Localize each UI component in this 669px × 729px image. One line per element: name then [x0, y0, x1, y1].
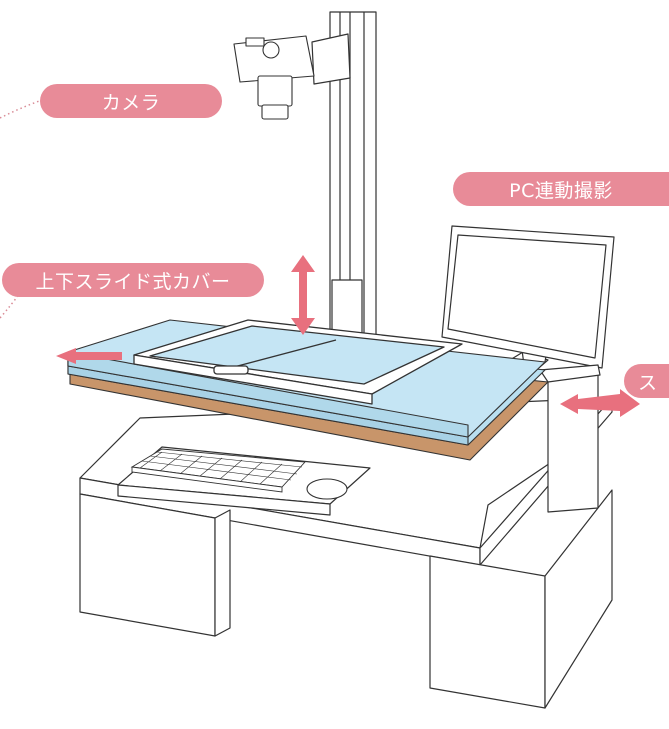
- pc-linked-shooting-label: PC連動撮影: [453, 172, 669, 206]
- monitor: [441, 225, 615, 373]
- camera-stand: [311, 11, 377, 351]
- right-slide-arrow: [560, 389, 640, 417]
- pc-unit: [539, 364, 601, 513]
- camera-leader-line: [0, 99, 43, 119]
- desk: [79, 397, 613, 709]
- keyboard: [130, 448, 306, 493]
- sliding-cover-label: 上下スライド式カバー: [2, 263, 264, 297]
- glass-cover: [133, 319, 463, 405]
- mouse: [306, 478, 348, 500]
- camera: [233, 35, 315, 120]
- camera-label: カメラ: [40, 84, 222, 118]
- left-slide-arrow: [56, 348, 122, 364]
- cut-off-label: ス: [624, 364, 669, 398]
- vertical-slide-arrow: [291, 255, 315, 335]
